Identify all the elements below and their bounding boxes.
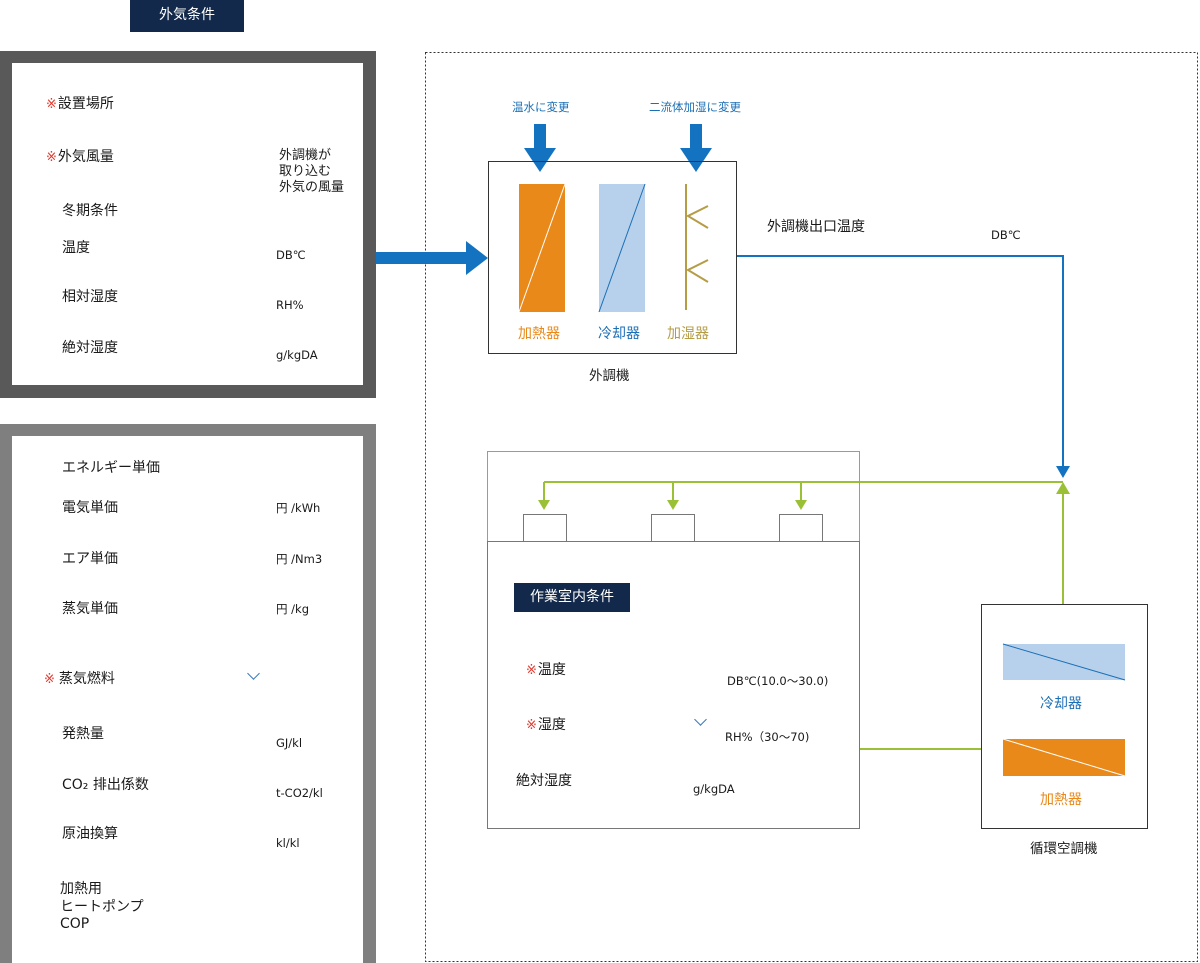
room-ah-label: 絶対湿度 xyxy=(516,773,572,789)
electric-price-label: 電気単価 xyxy=(62,500,118,516)
ahu-cooler-label: 冷却器 xyxy=(1040,696,1082,712)
ahu-heater-diagonal xyxy=(1002,738,1126,777)
room-humidity-unit: RH%（30～70) xyxy=(725,730,810,744)
winter-conditions-label: 冬期条件 xyxy=(62,203,118,219)
energy-panel-body xyxy=(12,436,363,963)
hot-water-arrow-head xyxy=(524,148,556,172)
outdoor-panel xyxy=(0,51,376,398)
airflow-field-label: ※外気風量 xyxy=(46,149,114,165)
ahu-box xyxy=(981,604,1148,829)
steam-price-unit: 円 /kg xyxy=(276,602,309,616)
steam-fuel-label: ※蒸気燃料 xyxy=(44,671,115,687)
energy-title: エネルギー単価 xyxy=(62,460,160,476)
heat-pump-cop-label: 加熱用 ヒートポンプ COP xyxy=(60,881,144,932)
oau-cooler-label: 冷却器 xyxy=(598,326,640,342)
required-mark: ※ xyxy=(44,672,55,687)
diffuser-2-arrow xyxy=(667,500,679,510)
two-fluid-change-link[interactable]: 二流体加湿に変更 xyxy=(649,100,741,114)
hot-water-change-link[interactable]: 温水に変更 xyxy=(512,100,570,114)
outdoor-ah-unit: g/kgDA xyxy=(276,348,318,362)
two-fluid-arrow-head xyxy=(680,148,712,172)
co2-factor-unit: t-CO2/kl xyxy=(276,786,323,800)
ahu-name-label: 循環空調機 xyxy=(1030,841,1098,857)
system-frame xyxy=(425,52,1198,962)
diffuser-3 xyxy=(779,514,823,542)
two-fluid-arrow-shaft xyxy=(690,124,702,150)
electric-price-unit: 円 /kWh xyxy=(276,501,321,515)
airflow-note: 外調機が 取り込む 外気の風量 xyxy=(279,148,345,195)
required-mark: ※ xyxy=(46,97,57,112)
room-temp-unit: DB℃(10.0～30.0) xyxy=(727,674,829,688)
oau-name-label: 外調機 xyxy=(589,368,630,384)
required-mark: ※ xyxy=(46,150,57,165)
oau-heater-diagonal xyxy=(518,183,566,313)
oau-heater-label: 加熱器 xyxy=(518,326,560,342)
room-ah-unit: g/kgDA xyxy=(693,782,735,796)
required-mark: ※ xyxy=(526,663,537,678)
oau-outlet-line xyxy=(737,255,1064,468)
steam-price-label: 蒸気単価 xyxy=(62,601,118,617)
energy-panel xyxy=(0,424,376,963)
oau-outlet-temp-unit: DB℃ xyxy=(991,228,1021,242)
room-box xyxy=(487,541,860,829)
intake-arrow-shaft xyxy=(376,252,470,264)
ahu-supply-arrow-head xyxy=(1056,482,1070,494)
air-price-label: エア単価 xyxy=(62,551,118,567)
outdoor-ah-label: 絶対湿度 xyxy=(62,340,118,356)
diffuser-1 xyxy=(523,514,567,542)
diffuser-1-arrow xyxy=(538,500,550,510)
outdoor-panel-body xyxy=(12,63,363,385)
room-conditions-tab: 作業室内条件 xyxy=(514,583,630,612)
room-humidity-label: ※湿度 xyxy=(526,717,566,733)
outdoor-rh-label: 相対湿度 xyxy=(62,289,118,305)
heat-value-unit: GJ/kl xyxy=(276,736,303,750)
ahu-heater-label: 加熱器 xyxy=(1040,792,1082,808)
required-mark: ※ xyxy=(526,718,537,733)
heat-value-label: 発熱量 xyxy=(62,726,104,742)
outdoor-conditions-tab: 外気条件 xyxy=(130,0,244,32)
oau-humidifier-label: 加湿器 xyxy=(667,326,709,342)
outdoor-temp-label: 温度 xyxy=(62,240,90,256)
oau-outlet-arrow-head xyxy=(1056,466,1070,478)
co2-factor-label: CO₂ 排出係数 xyxy=(62,777,149,793)
outdoor-rh-unit: RH% xyxy=(276,298,304,312)
oau-outlet-temp-label: 外調機出口温度 xyxy=(767,219,865,235)
air-price-unit: 円 /Nm3 xyxy=(276,552,323,566)
hot-water-arrow-shaft xyxy=(534,124,546,150)
oau-cooler-diagonal xyxy=(598,183,646,313)
crude-conversion-label: 原油換算 xyxy=(62,826,118,842)
ahu-cooler-diagonal xyxy=(1002,643,1126,681)
outdoor-temp-unit: DB℃ xyxy=(276,248,306,262)
crude-conversion-unit: kl/kl xyxy=(276,836,300,850)
room-temp-label: ※温度 xyxy=(526,662,566,678)
location-field-label: ※設置場所 xyxy=(46,96,114,112)
diffuser-3-arrow xyxy=(795,500,807,510)
diffuser-2 xyxy=(651,514,695,542)
oau-humidifier-symbol xyxy=(685,184,709,310)
oau-box xyxy=(488,161,737,354)
intake-arrow-head xyxy=(466,241,488,275)
